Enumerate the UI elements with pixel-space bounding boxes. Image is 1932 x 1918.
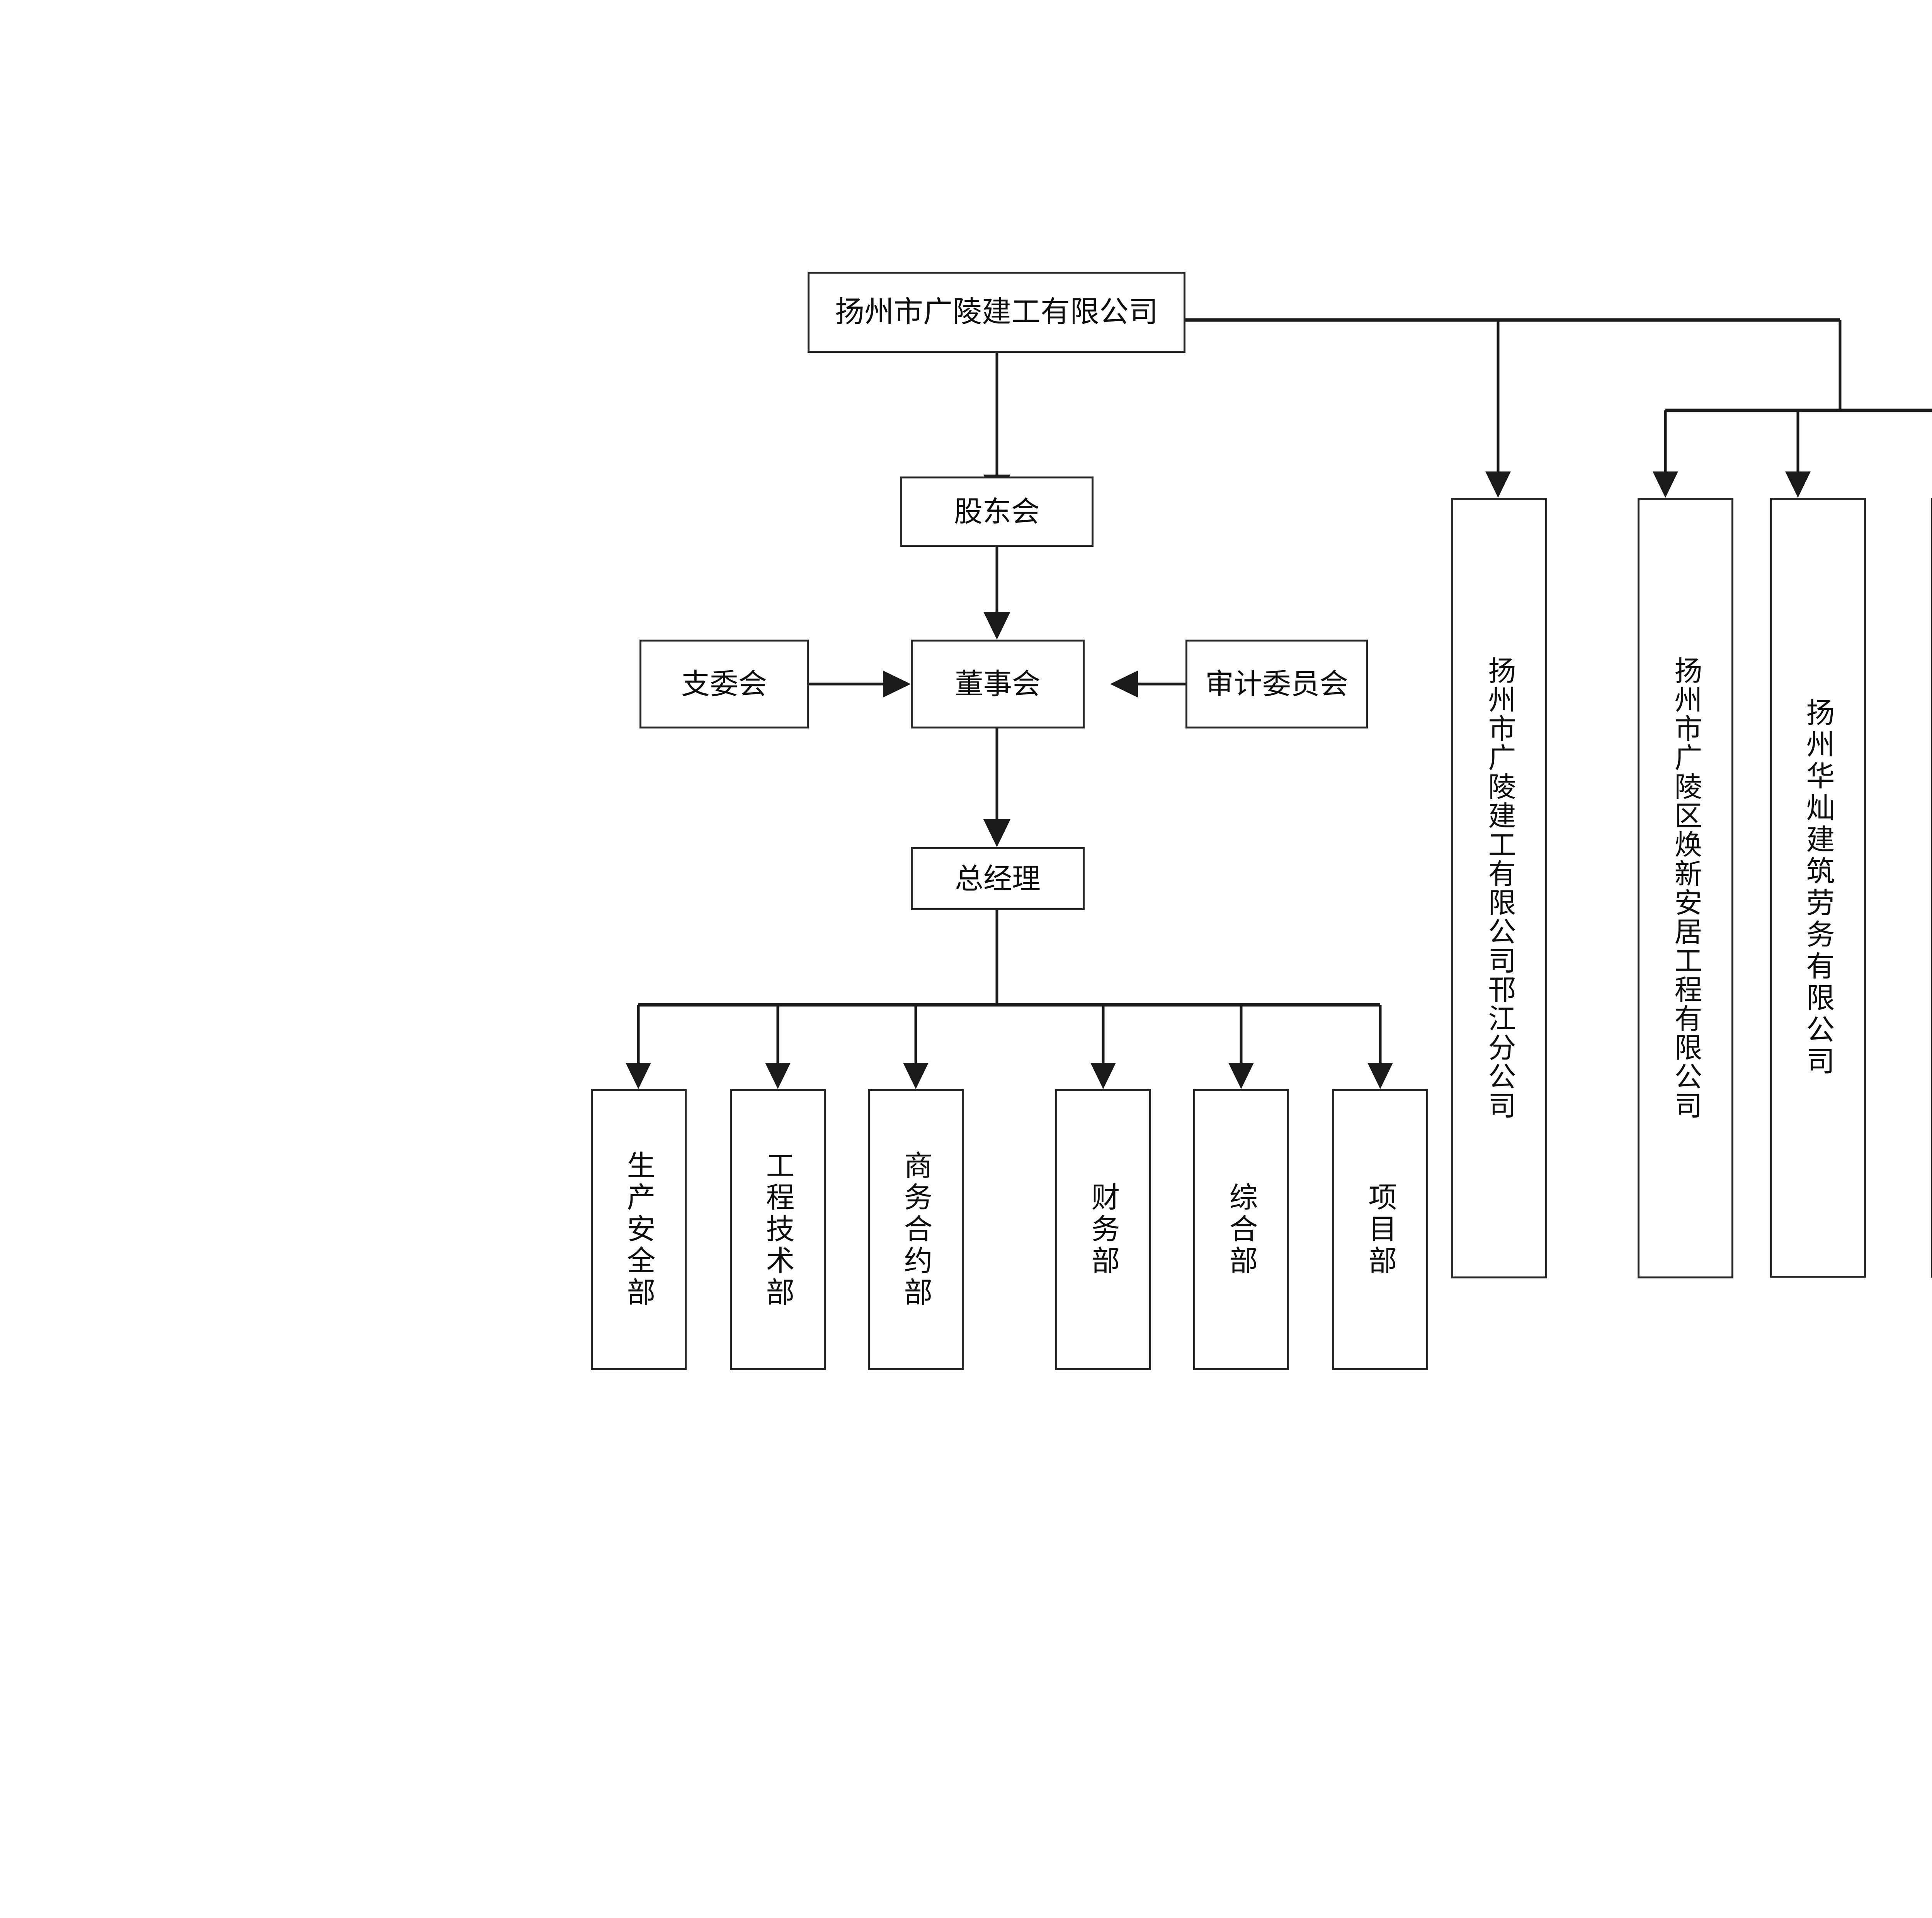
node-production-safety-dept-label: 生产安全部 <box>623 1150 655 1309</box>
arrowhead-board-left <box>883 671 911 698</box>
arrowhead-board <box>983 612 1010 640</box>
node-guangjian-real-estate[interactable]: 扬州市广建地产开发有限公司 <box>1931 498 1932 1278</box>
node-party-branch-committee[interactable]: 支委会 <box>639 640 809 728</box>
node-huanxin-anju-engineering-label: 扬州市广陵区焕新安居工程有限公司 <box>1670 656 1701 1120</box>
node-general-affairs-dept-label: 综合部 <box>1225 1182 1257 1277</box>
arrowhead-subsidiary-3 <box>1785 471 1811 498</box>
node-board-of-directors-label: 董事会 <box>955 668 1041 700</box>
node-huacan-construction-labor[interactable]: 扬州华灿建筑劳务有限公司 <box>1770 498 1866 1278</box>
arrowhead-gm <box>983 819 1010 847</box>
node-huacan-construction-labor-label: 扬州华灿建筑劳务有限公司 <box>1802 698 1834 1078</box>
arrowhead-dept-2 <box>765 1063 791 1089</box>
node-project-dept[interactable]: 项目部 <box>1332 1089 1428 1370</box>
arrowhead-dept-6 <box>1367 1063 1393 1089</box>
node-root-label: 扬州市广陵建工有限公司 <box>835 296 1158 328</box>
arrowhead-dept-5 <box>1228 1063 1254 1089</box>
node-board-of-directors[interactable]: 董事会 <box>911 640 1085 728</box>
arrowhead-subsidiary-2 <box>1653 471 1678 498</box>
node-hanjiang-branch-label: 扬州市广陵建工有限公司邗江分公司 <box>1484 656 1515 1120</box>
node-engineering-technology-dept-label: 工程技术部 <box>762 1150 794 1309</box>
node-root[interactable]: 扬州市广陵建工有限公司 <box>808 272 1185 353</box>
node-finance-dept-label: 财务部 <box>1087 1182 1119 1277</box>
node-party-branch-committee-label: 支委会 <box>681 668 767 700</box>
node-audit-committee[interactable]: 审计委员会 <box>1185 640 1368 728</box>
node-audit-committee-label: 审计委员会 <box>1205 668 1348 700</box>
node-engineering-technology-dept[interactable]: 工程技术部 <box>730 1089 826 1370</box>
connector-group-main <box>626 318 1932 1089</box>
node-general-manager[interactable]: 总经理 <box>911 847 1085 910</box>
node-finance-dept[interactable]: 财务部 <box>1055 1089 1151 1370</box>
node-shareholders-meeting[interactable]: 股东会 <box>900 477 1094 547</box>
node-business-contract-dept[interactable]: 商务合约部 <box>868 1089 964 1370</box>
arrowhead-dept-4 <box>1090 1063 1116 1089</box>
arrowhead-dept-1 <box>626 1063 651 1089</box>
node-general-affairs-dept[interactable]: 综合部 <box>1193 1089 1289 1370</box>
arrowhead-subsidiary-1 <box>1485 471 1511 498</box>
node-general-manager-label: 总经理 <box>955 862 1041 895</box>
arrowhead-dept-3 <box>903 1063 929 1089</box>
arrowhead-board-right <box>1110 671 1138 698</box>
node-hanjiang-branch[interactable]: 扬州市广陵建工有限公司邗江分公司 <box>1451 498 1547 1278</box>
node-huanxin-anju-engineering[interactable]: 扬州市广陵区焕新安居工程有限公司 <box>1638 498 1733 1278</box>
node-business-contract-dept-label: 商务合约部 <box>900 1150 932 1309</box>
node-project-dept-label: 项目部 <box>1364 1182 1396 1277</box>
node-shareholders-meeting-label: 股东会 <box>954 495 1040 528</box>
node-production-safety-dept[interactable]: 生产安全部 <box>591 1089 687 1370</box>
